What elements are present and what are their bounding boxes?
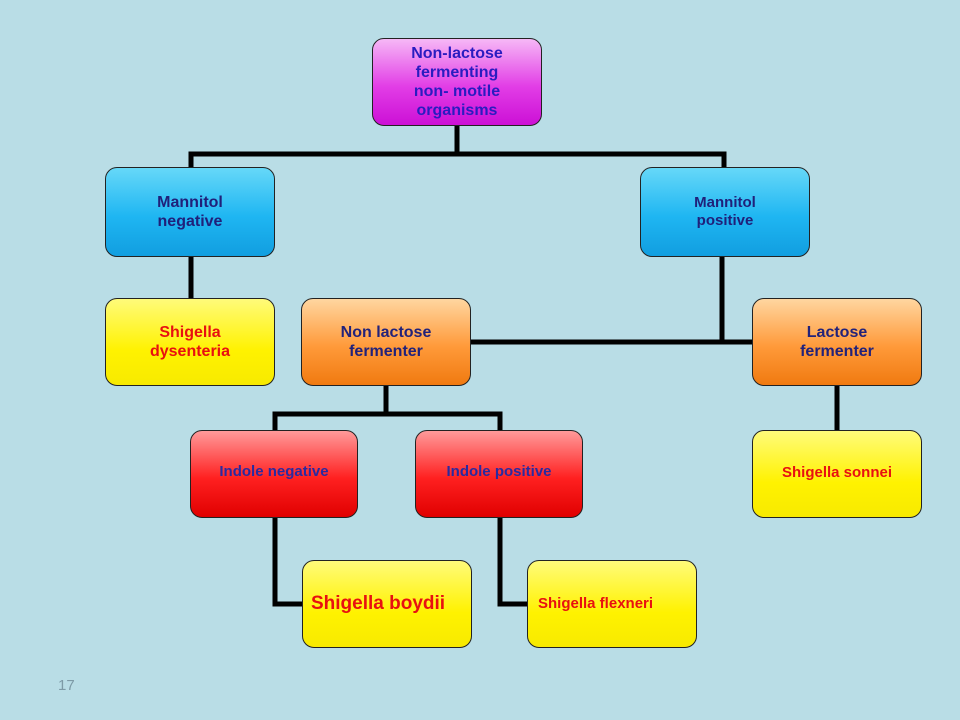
node-lactose-fermenter: Lactose fermenter [752,298,922,386]
connector-indole-positive-to-flexneri [497,514,531,607]
node-mannitol-negative: Mannitol negative [105,167,275,257]
slide-number: 17 [58,677,75,694]
node-shigella-boydii: Shigella boydii [302,560,472,648]
node-shigella-flexneri: Shigella flexneri [527,560,697,648]
node-non-lactose-fermenter: Non lactose fermenter [301,298,471,386]
node-indole-positive: Indole positive [415,430,583,518]
node-shigella-sonnei: Shigella sonnei [752,430,922,518]
node-mannitol-positive: Mannitol positive [640,167,810,257]
node-indole-negative: Indole negative [190,430,358,518]
node-root: Non-lactose fermenting non- motile organ… [372,38,542,126]
connector-indole-negative-to-boydii [272,514,306,607]
node-shigella-dysenteria: Shigella dysenteria [105,298,275,386]
